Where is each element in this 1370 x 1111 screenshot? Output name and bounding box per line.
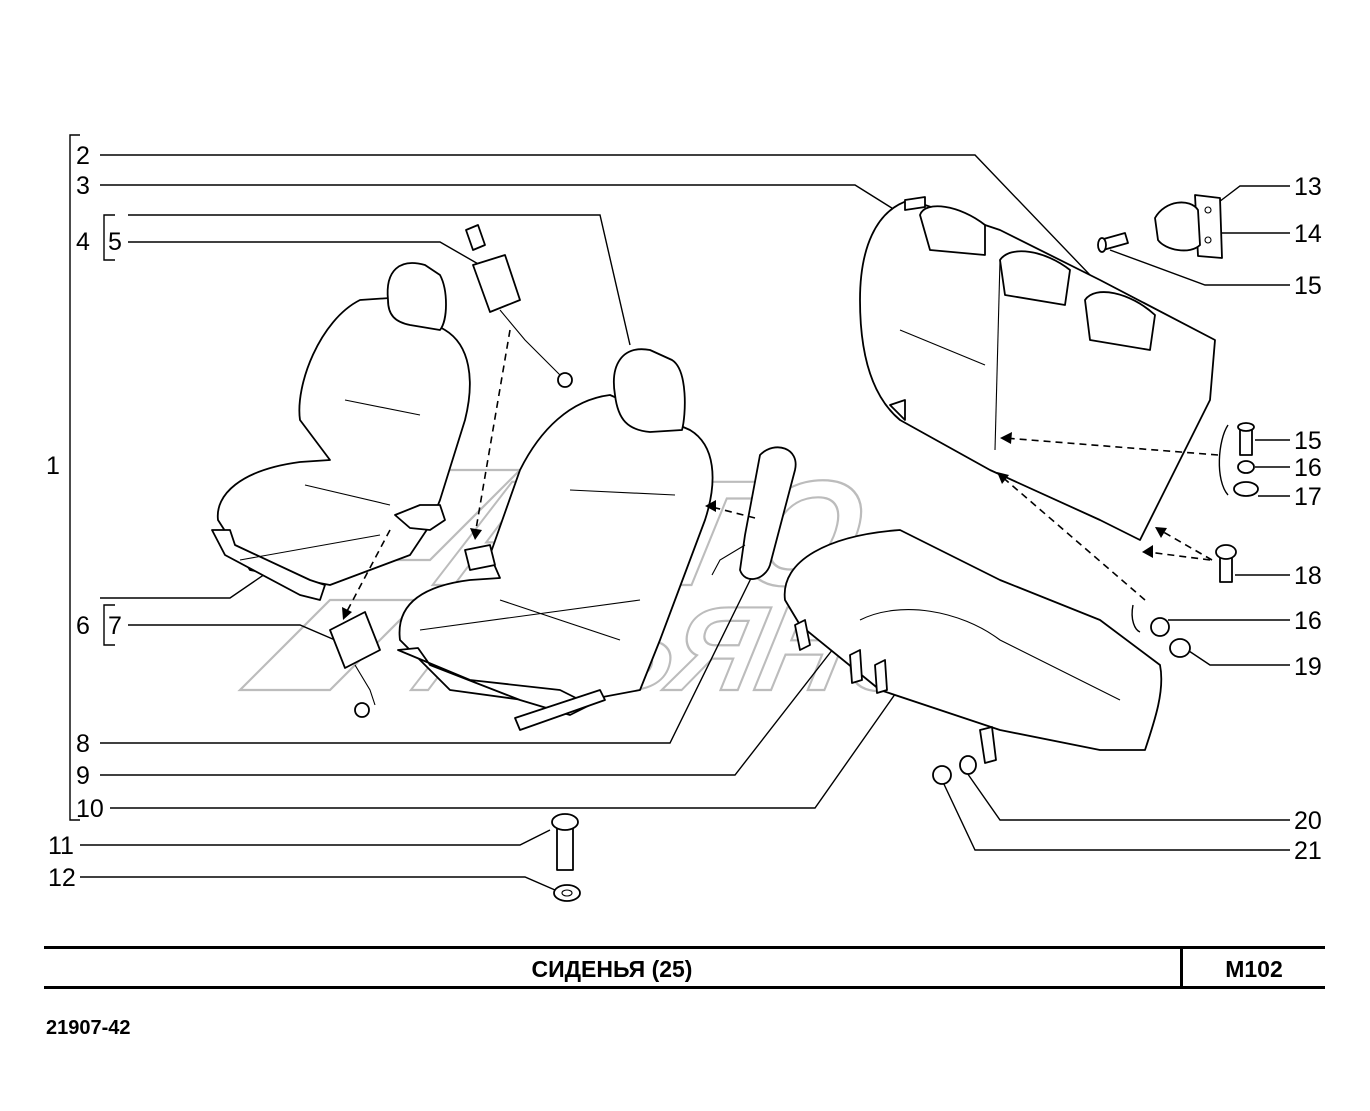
callout-15-mid: 15 <box>1294 427 1322 455</box>
callout-numbers: 1 2 3 4 5 6 7 8 9 10 11 12 13 14 15 15 1… <box>46 142 1322 892</box>
bolt-11 <box>551 813 579 871</box>
callout-20: 20 <box>1294 807 1322 835</box>
belt-buckle-lower <box>329 611 381 718</box>
callout-6: 6 <box>76 612 90 640</box>
rear-cushion <box>783 529 1163 764</box>
screw-15-top <box>1097 232 1129 253</box>
nuts-20-21 <box>932 755 977 785</box>
title-block: СИДЕНЬЯ (25) M102 <box>44 946 1325 989</box>
callout-11: 11 <box>48 832 74 860</box>
fastener-group-right <box>1131 422 1259 658</box>
side-airbag <box>711 446 797 580</box>
callout-18: 18 <box>1294 562 1322 590</box>
callout-10: 10 <box>76 795 104 823</box>
callout-15-top: 15 <box>1294 272 1322 300</box>
callout-4: 4 <box>76 228 90 256</box>
front-seat-right <box>397 348 714 731</box>
callout-19: 19 <box>1294 653 1322 681</box>
callout-14: 14 <box>1294 220 1322 248</box>
callout-1: 1 <box>46 452 60 480</box>
callout-16-low: 16 <box>1294 607 1322 635</box>
callout-9: 9 <box>76 762 90 790</box>
diagram-code: M102 <box>1225 956 1283 982</box>
belt-buckle-upper <box>465 224 573 388</box>
callout-2: 2 <box>76 142 90 170</box>
assembly-arrows <box>342 329 1219 620</box>
document-number: 21907-42 <box>46 1017 131 1039</box>
washer-12 <box>553 884 581 902</box>
diagram-title: СИДЕНЬЯ (25) <box>531 956 693 982</box>
callout-16-mid: 16 <box>1294 454 1322 482</box>
hinge-bracket <box>1154 194 1223 259</box>
callout-17: 17 <box>1294 483 1322 511</box>
title-divider <box>1180 949 1183 986</box>
callout-3: 3 <box>76 172 90 200</box>
rear-seatback <box>859 196 1216 541</box>
bracket-1 <box>69 134 115 821</box>
callout-7: 7 <box>108 612 122 640</box>
leader-lines <box>80 154 1290 891</box>
callout-8: 8 <box>76 730 90 758</box>
callout-13: 13 <box>1294 173 1322 201</box>
callout-12: 12 <box>48 864 76 892</box>
front-seat-left <box>211 262 471 601</box>
callout-5: 5 <box>108 228 122 256</box>
callout-21: 21 <box>1294 837 1322 865</box>
